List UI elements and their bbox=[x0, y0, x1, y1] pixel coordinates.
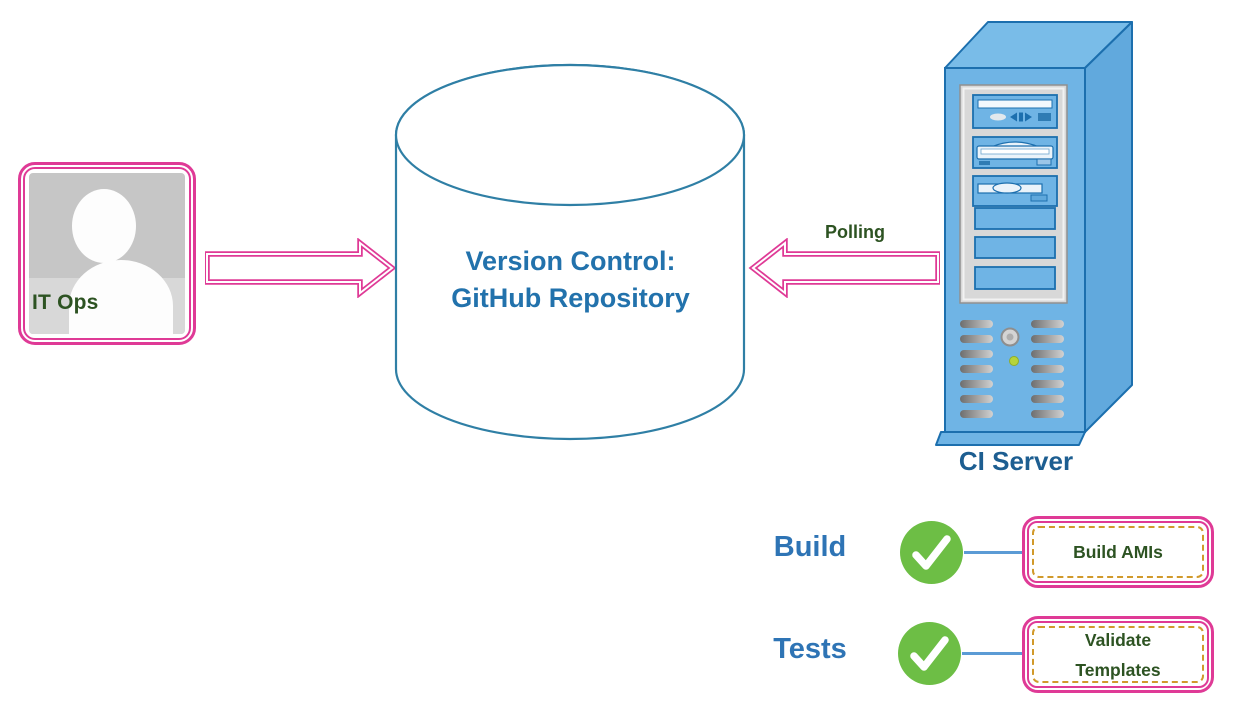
build-check-circle-icon bbox=[900, 521, 963, 584]
person-avatar-icon: IT Ops bbox=[29, 173, 185, 334]
tests-result-box: Validate Templates bbox=[1022, 616, 1214, 693]
ci-server-label: CI Server bbox=[958, 446, 1074, 476]
repository-cylinder bbox=[394, 63, 746, 441]
tests-result-box-inner-border: Validate Templates bbox=[1027, 621, 1209, 688]
build-connector-line bbox=[964, 551, 1022, 554]
repository-label-line2: GitHub Repository bbox=[451, 283, 690, 313]
build-result-box: Build AMIs bbox=[1022, 516, 1214, 588]
build-result-label: Build AMIs bbox=[1032, 526, 1204, 578]
it-ops-label: IT Ops bbox=[32, 291, 99, 314]
server-tower-icon bbox=[935, 21, 1133, 446]
tests-connector-line bbox=[962, 652, 1022, 655]
avatar-body-shape bbox=[69, 260, 173, 334]
flow-arrow-right-icon bbox=[205, 238, 395, 298]
repository-label: Version Control: GitHub Repository bbox=[413, 243, 728, 317]
repository-label-line1: Version Control: bbox=[465, 246, 676, 276]
tests-check-circle-icon bbox=[898, 622, 961, 685]
avatar-head-shape bbox=[72, 189, 136, 263]
build-result-box-inner-border: Build AMIs bbox=[1027, 521, 1209, 583]
polling-label: Polling bbox=[825, 222, 885, 242]
stage-label-build: Build bbox=[773, 531, 847, 563]
stage-label-tests: Tests bbox=[773, 633, 847, 665]
it-ops-card-inner-border: IT Ops bbox=[23, 167, 191, 340]
tests-result-label: Validate Templates bbox=[1032, 626, 1204, 683]
it-ops-card: IT Ops bbox=[18, 162, 196, 345]
polling-arrow-left-icon bbox=[748, 238, 940, 298]
